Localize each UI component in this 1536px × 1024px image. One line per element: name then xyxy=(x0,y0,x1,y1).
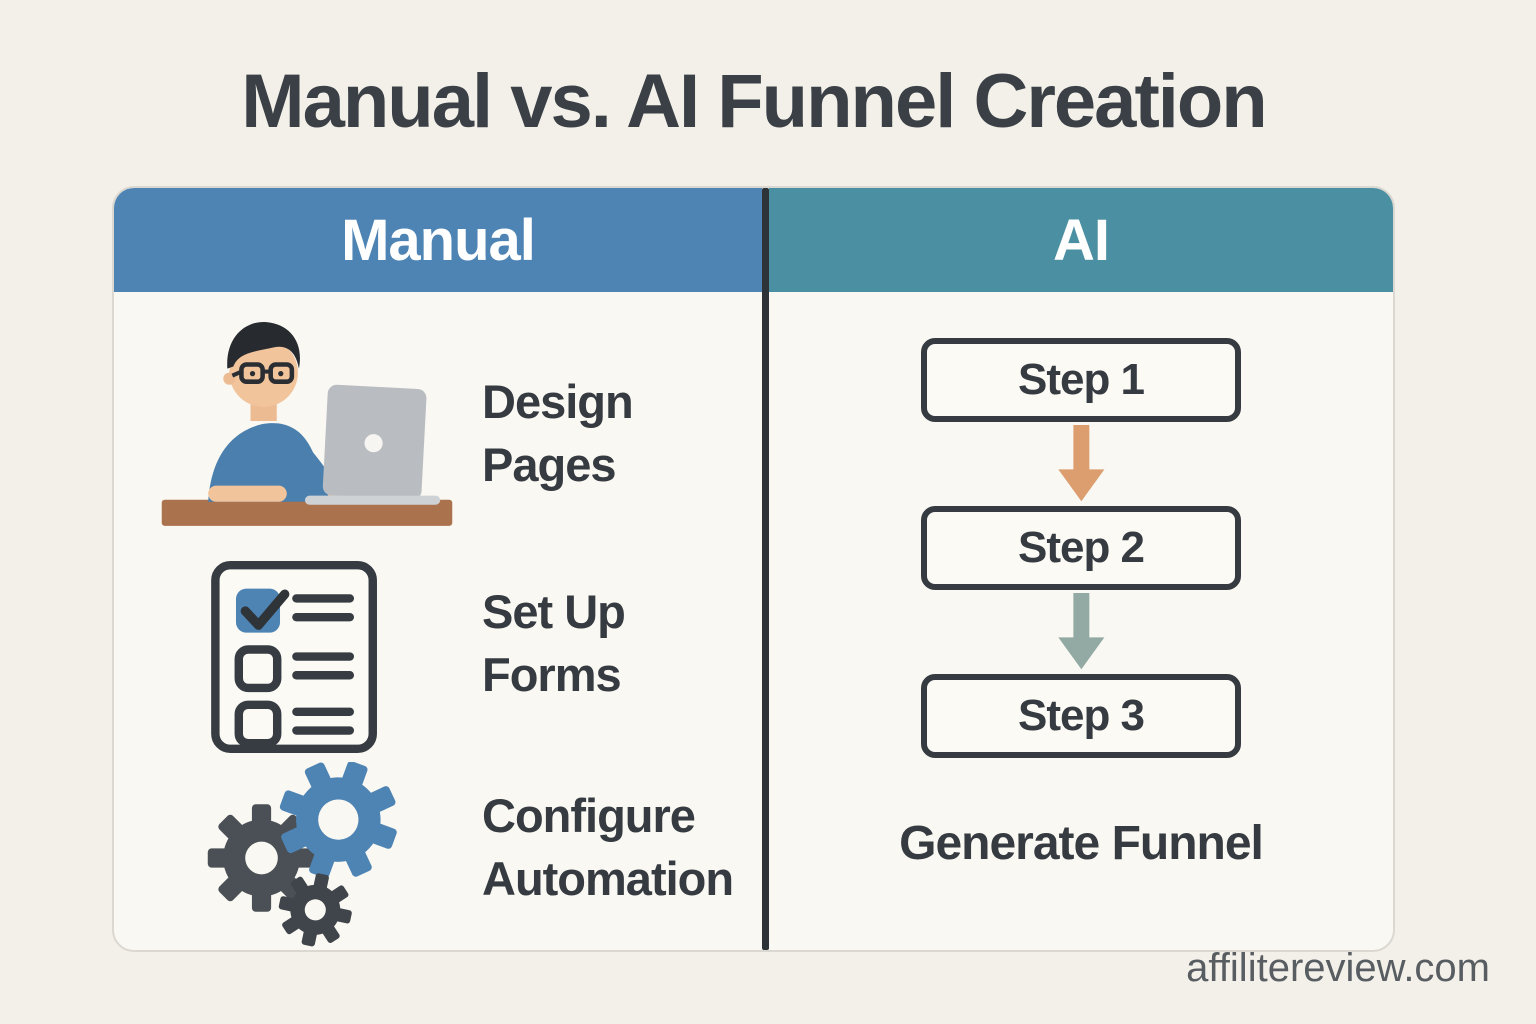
torso-shape xyxy=(208,423,324,502)
step-3-box: Step 3 xyxy=(921,674,1241,758)
generate-funnel-label: Generate Funnel xyxy=(899,817,1264,870)
down-arrow-icon xyxy=(1057,425,1105,502)
laptop-shape xyxy=(322,384,427,500)
manual-header-label: Manual xyxy=(341,207,536,273)
ai-header-label: AI xyxy=(1053,207,1110,273)
gear-blue xyxy=(279,762,397,879)
gears-icon xyxy=(207,762,397,947)
manual-column-body: Design Pages Set Up Forms xyxy=(114,292,762,950)
checkbox-checked xyxy=(235,588,281,633)
desk-shape xyxy=(161,499,453,526)
ai-flowchart: Step 1 Step 2 xyxy=(769,292,1393,950)
step-3-label: Step 3 xyxy=(1017,691,1145,740)
checkbox-empty xyxy=(234,645,282,693)
step-1-box: Step 1 xyxy=(921,338,1241,422)
column-divider xyxy=(762,188,769,950)
manual-item-label-configure-automation: Configure Automation xyxy=(482,789,734,906)
manual-column: Manual xyxy=(114,188,762,950)
manual-column-header: Manual xyxy=(114,188,762,292)
manual-item-label-design-pages: Design Pages xyxy=(482,375,634,492)
step-1-label: Step 1 xyxy=(1017,355,1145,404)
ai-column-body: Step 1 Step 2 xyxy=(769,292,1393,950)
checkbox-empty xyxy=(234,700,282,748)
ai-column-header: AI xyxy=(769,188,1393,292)
hair-shape xyxy=(227,321,300,369)
step-2-label: Step 2 xyxy=(1017,523,1145,572)
comparison-table: Manual xyxy=(112,186,1395,952)
step-2-box: Step 2 xyxy=(921,506,1241,590)
ai-column: AI Step 1 Step 2 xyxy=(769,188,1393,950)
watermark: affilitereview.com xyxy=(1186,946,1490,990)
manual-item-label-set-up-forms: Set Up Forms xyxy=(482,585,626,702)
down-arrow-icon xyxy=(1057,593,1105,670)
page-title: Manual vs. AI Funnel Creation xyxy=(241,59,1267,144)
checklist-icon xyxy=(211,560,377,754)
person-at-laptop-icon xyxy=(161,321,453,526)
checkmark-shape xyxy=(240,589,290,630)
gear-dark-small xyxy=(278,873,352,947)
